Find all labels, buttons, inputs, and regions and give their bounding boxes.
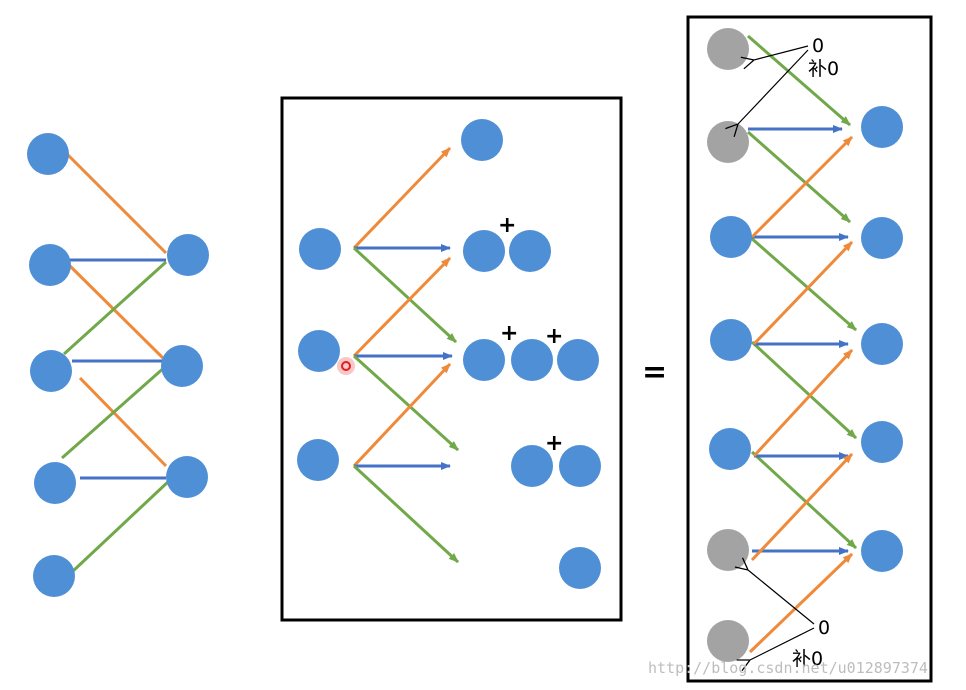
- input-node: [27, 133, 69, 175]
- edge-green: [70, 478, 172, 574]
- edge-orange: [352, 256, 452, 358]
- right-input-nodes: [707, 28, 752, 662]
- padding-node: [707, 620, 749, 662]
- input-node: [34, 462, 76, 504]
- output-node: [861, 323, 903, 365]
- left-edges: [61, 153, 172, 574]
- middle-input-nodes: [297, 228, 341, 481]
- output-node: [509, 230, 551, 272]
- edge-green: [747, 34, 851, 127]
- edge-green: [749, 235, 857, 332]
- padding-node: [707, 28, 749, 70]
- output-node: [511, 339, 553, 381]
- output-node: [166, 456, 208, 498]
- output-node: [557, 339, 599, 381]
- input-node: [298, 330, 340, 372]
- edge-green: [750, 340, 858, 440]
- output-node: [559, 547, 601, 589]
- input-node: [710, 319, 752, 361]
- output-node: [461, 119, 503, 161]
- watermark: http://blog.csdn.net/u012897374: [648, 659, 928, 677]
- edge-green: [747, 130, 851, 224]
- input-node: [297, 439, 339, 481]
- middle-panel: + + + +: [280, 96, 623, 622]
- pointer-arrow: [748, 570, 815, 625]
- input-node: [33, 555, 75, 597]
- output-node: [463, 230, 505, 272]
- edge-orange: [752, 240, 854, 346]
- edge-orange: [750, 452, 854, 562]
- output-node: [861, 217, 903, 259]
- input-node: [710, 216, 752, 258]
- output-node: [861, 421, 903, 463]
- output-node: [861, 106, 903, 148]
- edge-green: [750, 450, 858, 550]
- middle-edges: [352, 146, 460, 564]
- right-edges: [747, 34, 858, 654]
- edge-orange: [78, 376, 168, 468]
- edge-orange: [66, 153, 168, 255]
- output-node: [559, 445, 601, 487]
- top-padding-note: 0 补0: [738, 35, 839, 124]
- left-output-nodes: [161, 234, 209, 498]
- pad-zero-label: 补0: [808, 58, 839, 80]
- input-node: [30, 350, 72, 392]
- input-node: [709, 428, 751, 470]
- edge-green: [352, 354, 460, 452]
- edge-orange: [352, 362, 452, 468]
- edge-orange: [752, 348, 854, 458]
- right-output-nodes: [861, 106, 903, 572]
- output-node: [161, 345, 203, 387]
- right-panel: 0 补0 0 补0: [686, 15, 933, 683]
- edge-orange: [750, 135, 854, 239]
- edge-orange: [748, 552, 854, 654]
- equals-sign: =: [642, 355, 667, 390]
- output-node: [463, 339, 505, 381]
- input-node: [29, 244, 71, 286]
- middle-output-nodes: [461, 119, 601, 589]
- cursor-marker: [337, 357, 355, 375]
- edge-green: [352, 464, 460, 564]
- pad-zero-label: 补0: [792, 648, 823, 670]
- pointer-arrow: [754, 45, 809, 60]
- edge-green: [352, 246, 458, 344]
- output-node: [167, 234, 209, 276]
- right-panel-frame: [686, 15, 933, 683]
- edge-orange: [352, 146, 452, 250]
- input-node: [299, 228, 341, 270]
- plus-sign: +: [498, 213, 516, 238]
- plus-sign: +: [545, 324, 563, 349]
- output-node: [861, 530, 903, 572]
- output-node: [511, 445, 553, 487]
- padding-node: [707, 529, 749, 571]
- left-diagram: [27, 133, 209, 597]
- edge-green: [62, 260, 168, 356]
- edge-orange: [68, 264, 168, 363]
- left-input-nodes: [27, 133, 76, 597]
- plus-sign: +: [545, 431, 563, 456]
- zero-label: 0: [812, 35, 824, 57]
- pointer-arrow: [738, 49, 809, 124]
- plus-sign: +: [500, 321, 518, 346]
- zero-label: 0: [818, 617, 830, 639]
- padding-node: [707, 121, 749, 163]
- bottom-padding-note: 0 补0: [748, 570, 830, 670]
- middle-panel-frame: [280, 96, 623, 622]
- edge-green: [61, 364, 167, 460]
- pointer-arrow: [750, 627, 815, 660]
